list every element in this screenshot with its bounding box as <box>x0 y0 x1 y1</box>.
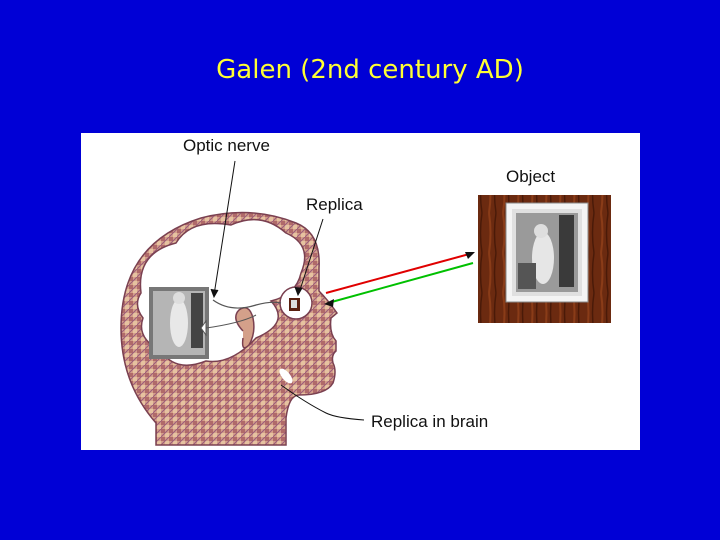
replica-pointer <box>298 218 324 294</box>
replica-pointer-head <box>294 286 303 297</box>
slide-title: Galen (2nd century AD) <box>216 55 524 85</box>
optic-nerve-pointer-head <box>210 288 219 299</box>
object-label: Object <box>506 167 556 186</box>
diagram-panel: Optic nerve Object Replica Replica in br… <box>81 133 640 450</box>
replica-in-brain-label: Replica in brain <box>371 412 489 431</box>
nerve-connector <box>205 314 257 329</box>
outgoing-ray-arrowhead <box>465 252 475 259</box>
replica-in-brain-pointer <box>280 384 365 421</box>
optic-nerve-pointer <box>213 160 236 296</box>
incoming-ray-arrowhead <box>324 299 334 307</box>
optic-nerve-label: Optic nerve <box>183 136 270 155</box>
brain-replica-image <box>149 287 209 359</box>
neck-mark <box>279 368 293 384</box>
diagram-illustration <box>120 160 611 446</box>
outgoing-ray <box>325 252 474 294</box>
optic-nerve-line <box>212 299 282 309</box>
replica-label: Replica <box>306 195 363 214</box>
framed-object-picture <box>478 195 611 323</box>
incoming-ray <box>327 262 474 304</box>
eye-replica <box>279 286 313 320</box>
